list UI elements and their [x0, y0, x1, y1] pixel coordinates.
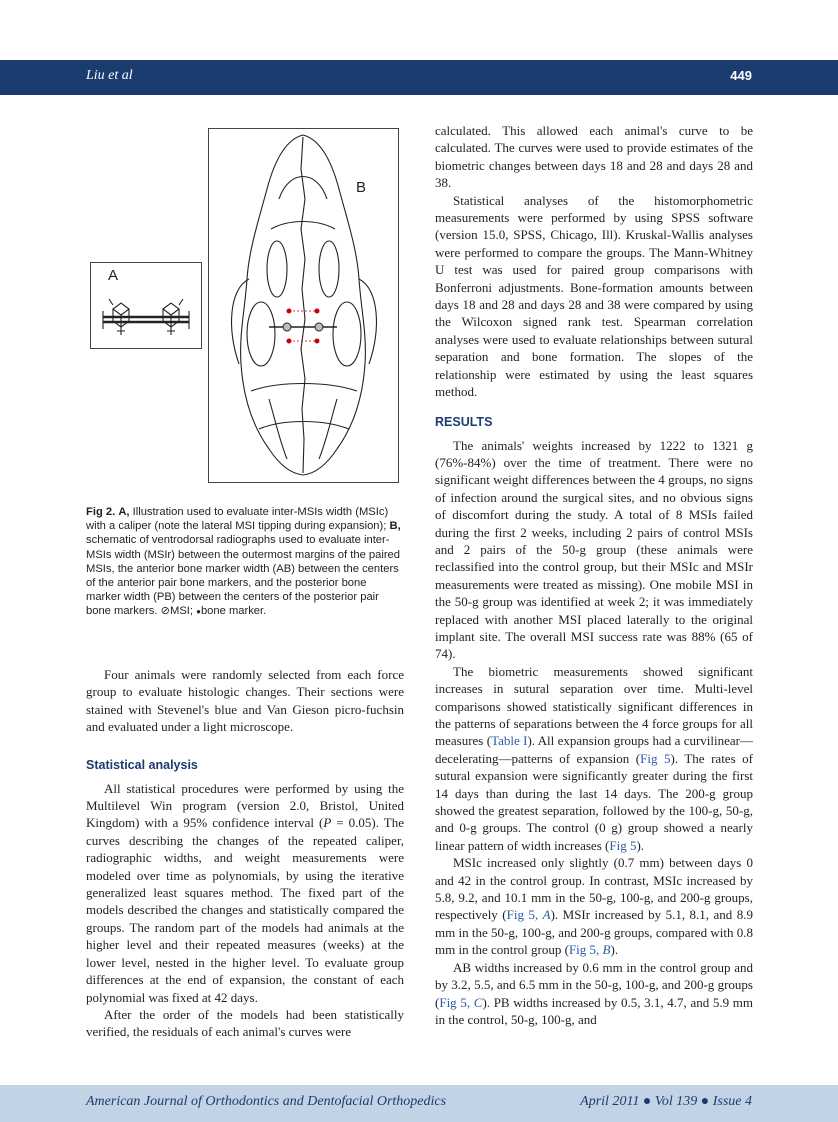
paragraph-ab-widths: AB widths increased by 0.6 mm in the con…: [435, 959, 753, 1029]
ab-text-a: AB widths increased by 0.6 mm in the con…: [435, 959, 753, 1010]
page-footer: American Journal of Orthodontics and Den…: [0, 1085, 838, 1122]
journal-name: American Journal of Orthodontics and Den…: [86, 1094, 447, 1109]
page-header: Liu et al 449: [0, 60, 838, 95]
caliper-illustration: A: [102, 267, 190, 335]
caption-a-text: Illustration used to evaluate inter-MSIs…: [86, 506, 389, 533]
biometric-text-c: ). The rates of sutural expansion were s…: [435, 750, 753, 853]
skull-schematic-image: B: [231, 134, 377, 476]
biometric-text-b: ). All expansion groups had a curvilinea…: [435, 733, 753, 766]
figure-panel-a: A: [90, 262, 202, 349]
caption-b-text: schematic of ventrodorsal radiographs us…: [86, 534, 401, 618]
paragraph-statistics: All statistical procedures were performe…: [86, 780, 404, 1006]
section-heading-results: RESULTS: [435, 414, 493, 429]
caption-a-label: A,: [118, 506, 130, 518]
page-number: 449: [730, 68, 752, 83]
issue-info: April 2011 ● Vol 139 ● Issue 4: [580, 1094, 752, 1109]
caption-legend-msi: MSI;: [170, 605, 193, 618]
panel-b-label: B: [356, 179, 366, 196]
figure-caption: Fig 2. A, Illustration used to evaluate …: [86, 505, 404, 620]
table-i-link[interactable]: Table I: [491, 733, 528, 749]
paragraph-histomorphometric: Statistical analyses of the histomorphom…: [435, 192, 753, 400]
msic-text-a: MSIc increased only slightly (0.7 mm) be…: [435, 855, 753, 923]
fig5-link[interactable]: Fig 5: [609, 837, 637, 853]
caption-fig-label: Fig 2.: [86, 506, 116, 518]
paragraph-msic: MSIc increased only slightly (0.7 mm) be…: [435, 854, 753, 958]
implant-markers: [269, 308, 337, 344]
panel-a-label: A: [108, 267, 118, 284]
biometric-text-d: ).: [636, 837, 645, 853]
p-value-symbol: P: [323, 815, 332, 831]
msi-legend-icon: ⊘: [160, 605, 170, 618]
running-author: Liu et al: [86, 68, 133, 83]
fig5b-link[interactable]: Fig 5, B: [568, 942, 611, 958]
fig5a-link[interactable]: Fig 5, A: [506, 907, 551, 923]
msic-text-c: ).: [610, 942, 619, 958]
right-column: calculated. This allowed each animal's c…: [435, 122, 753, 1028]
stats-text-a: All statistical procedures were performe…: [86, 780, 404, 831]
paragraph-weights: The animals' weights increased by 1222 t…: [435, 437, 753, 662]
figure-panel-b: B: [208, 128, 399, 483]
bone-marker-legend-icon: ●: [196, 607, 201, 617]
ab-text-b: ). PB widths increased by 0.5, 3.1, 4.7,…: [435, 994, 754, 1027]
paragraph-biometric: The biometric measurements showed signif…: [435, 663, 753, 854]
stats-text-b: = 0.05). The curves describing the chang…: [86, 815, 404, 1005]
fig5c-link[interactable]: Fig 5, C: [439, 994, 483, 1010]
msic-text-b: ). MSIr increased by 5.1, 8.1, and 8.9 m…: [435, 907, 753, 958]
paragraph-residuals: After the order of the models had been s…: [86, 1006, 404, 1040]
biometric-text-a: The biometric measurements showed signif…: [435, 663, 753, 749]
caption-b-label: B,: [389, 520, 401, 533]
fig5-link[interactable]: Fig 5: [640, 750, 671, 766]
paragraph-curves: calculated. This allowed each animal's c…: [435, 123, 753, 191]
left-column: Four animals were randomly selected from…: [86, 666, 404, 1041]
caption-legend-bone: bone marker.: [200, 605, 267, 618]
paragraph-histology: Four animals were randomly selected from…: [86, 667, 404, 735]
section-heading-statistical: Statistical analysis: [86, 757, 198, 772]
